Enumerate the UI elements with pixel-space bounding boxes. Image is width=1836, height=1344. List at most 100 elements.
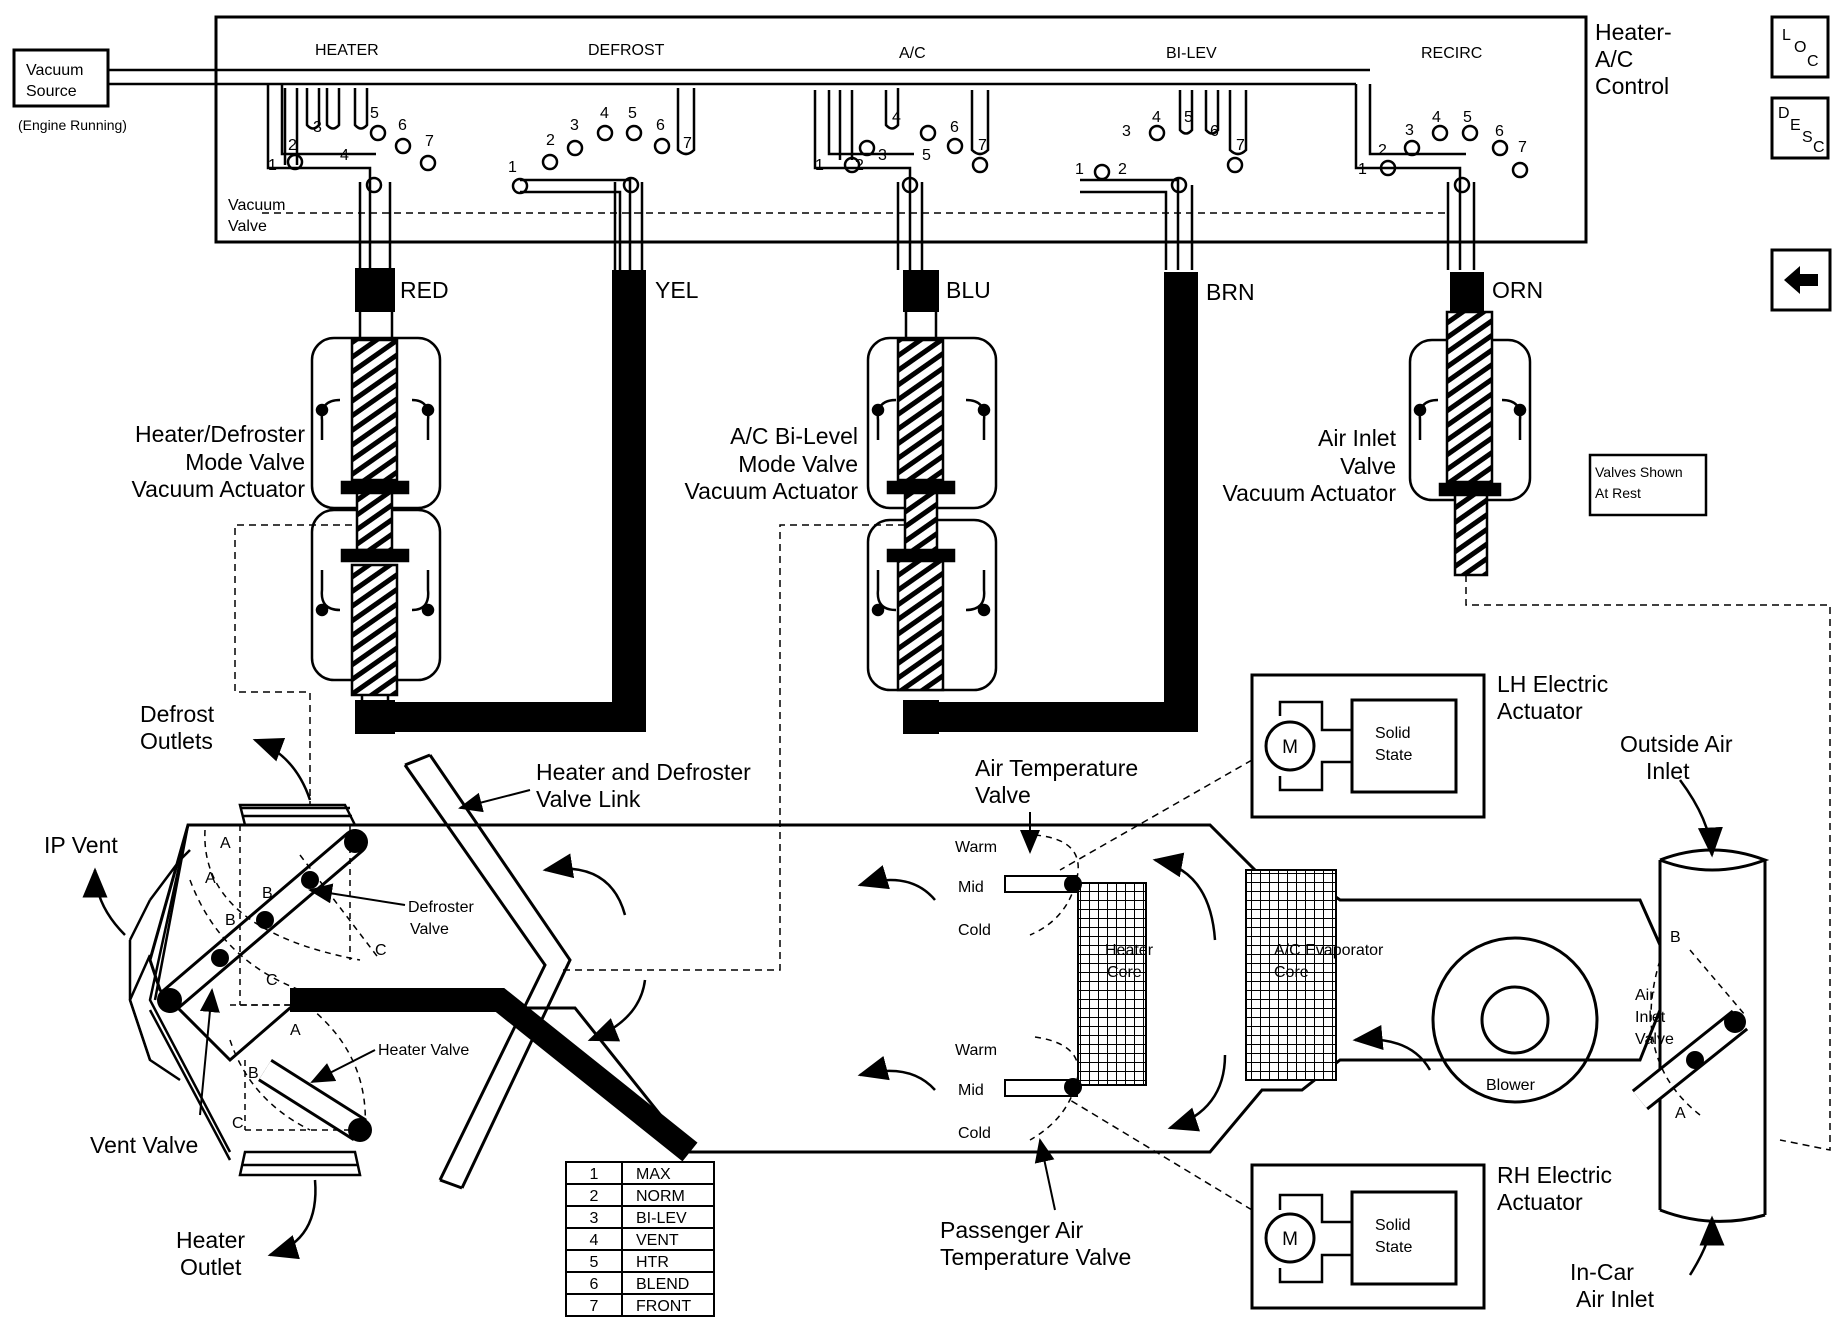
legend-number: 6 xyxy=(590,1276,599,1293)
recirc-port-4: 4 xyxy=(1432,109,1441,126)
heater-port-numbers: 1 2 3 4 5 6 7 xyxy=(268,105,434,174)
legend-number: 2 xyxy=(590,1188,599,1205)
air-temp-valve-1: Air Temperature xyxy=(975,755,1138,781)
heater-vacuum-valve xyxy=(266,84,437,270)
loc-button[interactable]: L O C xyxy=(1770,15,1830,79)
defrost-port-5: 5 xyxy=(628,105,637,122)
vacuum-valve-2: Valve xyxy=(228,218,267,235)
desc-button[interactable]: D E S C xyxy=(1770,96,1830,160)
in-car-air-arrow xyxy=(1688,1215,1725,1276)
ip-vent-airflow-arrow xyxy=(82,867,126,936)
ac-port-5: 5 xyxy=(922,147,931,164)
air-inlet-valve-3: Valve xyxy=(1635,1031,1674,1048)
rh-solid-state-1: Solid xyxy=(1375,1217,1411,1234)
heater-pos-c: C xyxy=(232,1115,244,1132)
red-hose-connector xyxy=(355,268,395,312)
legend-mode-label: HTR xyxy=(636,1254,669,1271)
blu-hose-bottom-connector xyxy=(903,700,939,734)
defrost-port-3: 3 xyxy=(570,117,579,134)
ac-port-2: 2 xyxy=(855,157,864,174)
vent-valve-label: Vent Valve xyxy=(90,1132,198,1158)
loc-c: C xyxy=(1807,53,1819,70)
rh-solid-state-2: State xyxy=(1375,1239,1412,1256)
control-panel-box xyxy=(214,15,1588,244)
lower-warm: Warm xyxy=(955,1042,997,1059)
bilev-vacuum-valve xyxy=(1080,90,1248,270)
heater-outlet-1: Heater xyxy=(176,1227,245,1253)
legend-number: 1 xyxy=(590,1166,599,1183)
upper-mid: Mid xyxy=(958,879,984,896)
rh-motor-label: M xyxy=(1282,1229,1298,1250)
passenger-air-temperature-valve xyxy=(1004,1036,1082,1141)
heater-valve-label: Heater Valve xyxy=(378,1042,469,1059)
vacuum-supply-line xyxy=(108,68,1370,86)
defrost-port-6: 6 xyxy=(656,117,665,134)
pointer-lines xyxy=(199,789,1056,1211)
vent-pos-a: A xyxy=(205,870,216,887)
evap-core-2: Core xyxy=(1274,964,1309,981)
legend-mode-label: VENT xyxy=(636,1232,679,1249)
legend-mode-label: FRONT xyxy=(636,1298,691,1315)
lh-solid-state-2: State xyxy=(1375,747,1412,764)
legend-mode-label: NORM xyxy=(636,1188,685,1205)
defroster-valve-1: Defroster xyxy=(408,899,474,916)
hose-yel-label: YEL xyxy=(655,277,699,303)
rh-motor-icon xyxy=(1264,1212,1316,1264)
defrost-port-1: 1 xyxy=(508,159,517,176)
air-inlet-actuator xyxy=(1408,310,1532,577)
heater-port-3: 3 xyxy=(313,119,322,136)
ai-actuator-2: Valve xyxy=(1340,453,1396,479)
upper-warm: Warm xyxy=(955,839,997,856)
valves-shown-1: Valves Shown xyxy=(1595,464,1683,480)
evap-lower-arrow xyxy=(1167,1054,1227,1132)
evaporator-core xyxy=(1245,869,1337,1081)
ab-actuator-3: Vacuum Actuator xyxy=(685,478,859,504)
heater-port-7: 7 xyxy=(425,133,434,150)
lh-electric-actuator: M Solid State LH Electric Actuator xyxy=(1250,671,1608,819)
vent-pos-c: C xyxy=(266,972,278,989)
ac-port-3: 3 xyxy=(878,147,887,164)
control-title-1: Heater- xyxy=(1595,19,1672,45)
legend-number: 7 xyxy=(590,1298,599,1315)
upper-cold: Cold xyxy=(958,922,991,939)
control-title-3: Control xyxy=(1595,73,1669,99)
recirc-port-2: 2 xyxy=(1378,142,1387,159)
legend-number: 4 xyxy=(590,1232,599,1249)
control-title-2: A/C xyxy=(1595,46,1633,72)
air-inlet-valve-1: Air xyxy=(1635,987,1655,1004)
defrost-port-numbers: 1 2 3 4 5 6 7 xyxy=(508,105,692,176)
rh-actuator-2: Actuator xyxy=(1497,1189,1583,1215)
recirc-port-1: 1 xyxy=(1358,161,1367,178)
ip-vent-label: IP Vent xyxy=(44,832,118,858)
link-label-2: Valve Link xyxy=(536,786,641,812)
recirc-vacuum-valve xyxy=(1354,84,1529,270)
ac-port-4: 4 xyxy=(892,109,901,126)
in-car-air-2: Air Inlet xyxy=(1576,1286,1655,1312)
heater-pos-a: A xyxy=(290,1022,301,1039)
recirc-port-7: 7 xyxy=(1518,139,1527,156)
vacuum-valve-1: Vacuum xyxy=(228,197,286,214)
orn-hose-connector xyxy=(1450,272,1484,312)
vacuum-source-1: Vacuum xyxy=(26,62,84,79)
rh-electric-actuator: M Solid State RH Electric Actuator xyxy=(1250,1162,1612,1310)
bilev-port-numbers: 1 2 3 4 5 6 7 xyxy=(1075,109,1245,178)
defrost-vacuum-valve xyxy=(511,88,696,270)
link-label-1: Heater and Defroster xyxy=(536,759,751,785)
hd-actuator-2: Mode Valve xyxy=(185,449,305,475)
valves-shown-note: Valves Shown At Rest xyxy=(1588,453,1708,517)
bilev-port-6: 6 xyxy=(1210,123,1219,140)
evap-upper-arrow xyxy=(1152,852,1217,941)
mode-ac: A/C xyxy=(899,45,926,62)
back-button[interactable] xyxy=(1770,248,1832,312)
ac-port-7: 7 xyxy=(978,137,987,154)
heater-port-5: 5 xyxy=(370,105,379,122)
bilev-port-3: 3 xyxy=(1122,123,1131,140)
heater-port-6: 6 xyxy=(398,117,407,134)
heater-pos-b: B xyxy=(248,1065,259,1082)
hd-actuator-3: Vacuum Actuator xyxy=(132,476,306,502)
in-car-air-1: In-Car xyxy=(1570,1259,1634,1285)
heater-outlet-airflow-arrow xyxy=(267,1179,317,1260)
inlet-pos-b: B xyxy=(1670,929,1681,946)
defrost-outlets-1: Defrost xyxy=(140,701,215,727)
legend-mode-label: MAX xyxy=(636,1166,671,1183)
